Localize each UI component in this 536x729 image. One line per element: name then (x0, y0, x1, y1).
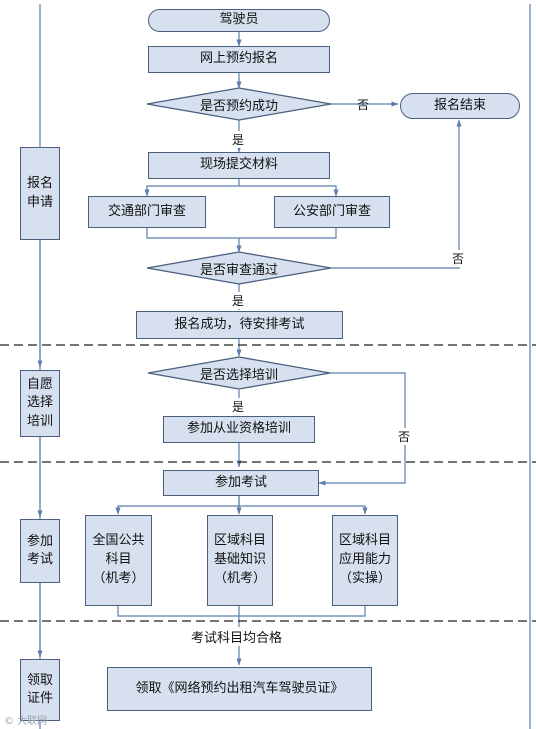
arrow-review-no-end (331, 119, 462, 269)
diamond-choose-training (147, 356, 331, 390)
process-traffic-review: 交通部门审查 (88, 196, 206, 228)
watermark: © 大联网 (4, 716, 48, 727)
process-police-review: 公安部门审查 (274, 196, 390, 228)
process-attend-exam: 参加考试 (163, 470, 319, 496)
phase-apply: 报名 申请 (20, 147, 60, 240)
merge-police (239, 228, 337, 239)
decision-review-passed-label: 是否审查通过 (199, 262, 278, 278)
merge-national (117, 606, 239, 617)
arrow-no-training (318, 372, 406, 486)
process-regional-knowledge: 区域科目 基础知识 （机考） (207, 515, 273, 606)
process-register-success: 报名成功，待安排考试 (136, 311, 343, 339)
merge-ability (239, 606, 366, 617)
label-no-review: 否 (452, 250, 465, 267)
process-regional-ability: 区域科目 应用能力 （实操） (332, 515, 398, 606)
label-yes-reserve: 是 (232, 131, 245, 148)
merge-traffic (146, 228, 239, 239)
label-no-training: 否 (398, 428, 411, 445)
start-driver: 驾驶员 (148, 9, 330, 32)
process-national-subject: 全国公共 科目 （机考） (85, 515, 152, 606)
exam-to-ability (239, 505, 368, 515)
split-to-police (239, 185, 339, 197)
label-all-passed: 考试科目均合格 (189, 627, 285, 646)
exam-to-national (115, 496, 240, 515)
phase-training: 自愿 选择 培训 (20, 370, 60, 437)
end-register: 报名结束 (400, 93, 520, 119)
process-online-register: 网上预约报名 (148, 46, 330, 73)
phase-exam: 参加 考试 (20, 519, 60, 583)
diamond-reserve-success (146, 87, 332, 121)
label-yes-review: 是 (232, 292, 245, 309)
decision-reserve-success-label: 是否预约成功 (199, 98, 278, 114)
diamond-review-passed (146, 251, 332, 285)
process-attend-training: 参加从业资格培训 (163, 416, 315, 443)
process-receive-cert: 领取《网络预约出租汽车驾驶员证》 (107, 667, 372, 711)
split-to-traffic (144, 179, 240, 197)
process-submit-materials: 现场提交材料 (148, 152, 330, 179)
decision-choose-training-label: 是否选择培训 (199, 367, 278, 383)
label-yes-training: 是 (232, 398, 245, 415)
phase-certificate: 领取 证件 (20, 659, 60, 721)
label-no-reserve: 否 (357, 98, 370, 112)
